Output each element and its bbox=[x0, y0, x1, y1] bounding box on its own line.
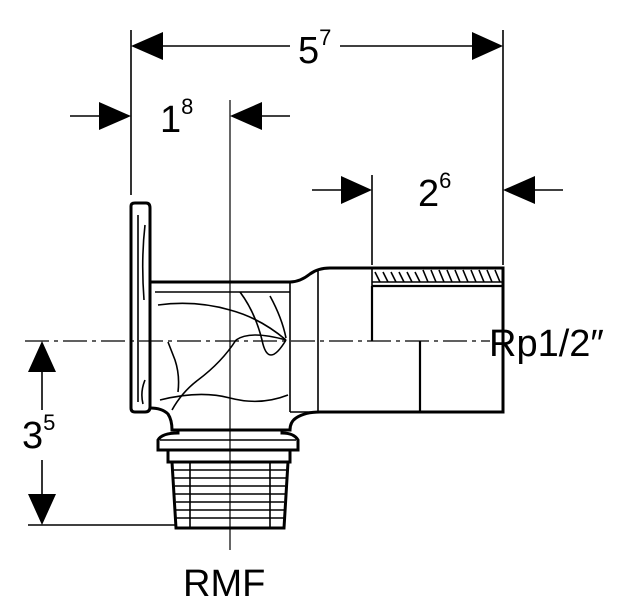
svg-text:26: 26 bbox=[418, 168, 451, 215]
center-lines bbox=[25, 100, 490, 550]
fitting-body bbox=[129, 201, 505, 432]
arrowhead-in-right bbox=[230, 102, 262, 130]
svg-text:35: 35 bbox=[22, 410, 55, 457]
socket-thread-hatch bbox=[374, 269, 501, 283]
dim-height-sup: 5 bbox=[43, 410, 55, 435]
arrowhead-in-left bbox=[341, 176, 372, 204]
arrowhead-right bbox=[472, 32, 503, 60]
dim-offset-base: 1 bbox=[160, 99, 181, 141]
dimension-flange-offset: 18 bbox=[70, 94, 290, 141]
dim-width-sup: 7 bbox=[319, 25, 331, 50]
bottom-connector bbox=[156, 430, 300, 530]
svg-text:57: 57 bbox=[298, 25, 331, 72]
body-outline bbox=[149, 266, 505, 432]
arrowhead-in-left bbox=[99, 102, 131, 130]
connection-label: RMF bbox=[183, 563, 265, 605]
dimension-socket-depth: 26 bbox=[312, 168, 563, 215]
dim-width-base: 5 bbox=[298, 30, 319, 72]
thread-size-label: Rp1/2″ bbox=[489, 323, 604, 365]
arrowhead-in-right bbox=[503, 176, 535, 204]
wall-flange bbox=[129, 201, 152, 414]
arrowhead-left bbox=[131, 32, 163, 60]
dimension-overall-width: 57 bbox=[131, 25, 503, 72]
dim-height-base: 3 bbox=[22, 415, 43, 457]
dim-offset-sup: 8 bbox=[181, 94, 193, 119]
connector-thread-lines bbox=[174, 469, 286, 519]
svg-text:18: 18 bbox=[160, 94, 193, 141]
arrowhead-down bbox=[28, 494, 56, 525]
dim-socket-base: 2 bbox=[418, 173, 439, 215]
dimension-height-to-axis: 35 bbox=[22, 341, 56, 525]
dim-socket-sup: 6 bbox=[439, 168, 451, 193]
arrowhead-up bbox=[28, 341, 56, 372]
